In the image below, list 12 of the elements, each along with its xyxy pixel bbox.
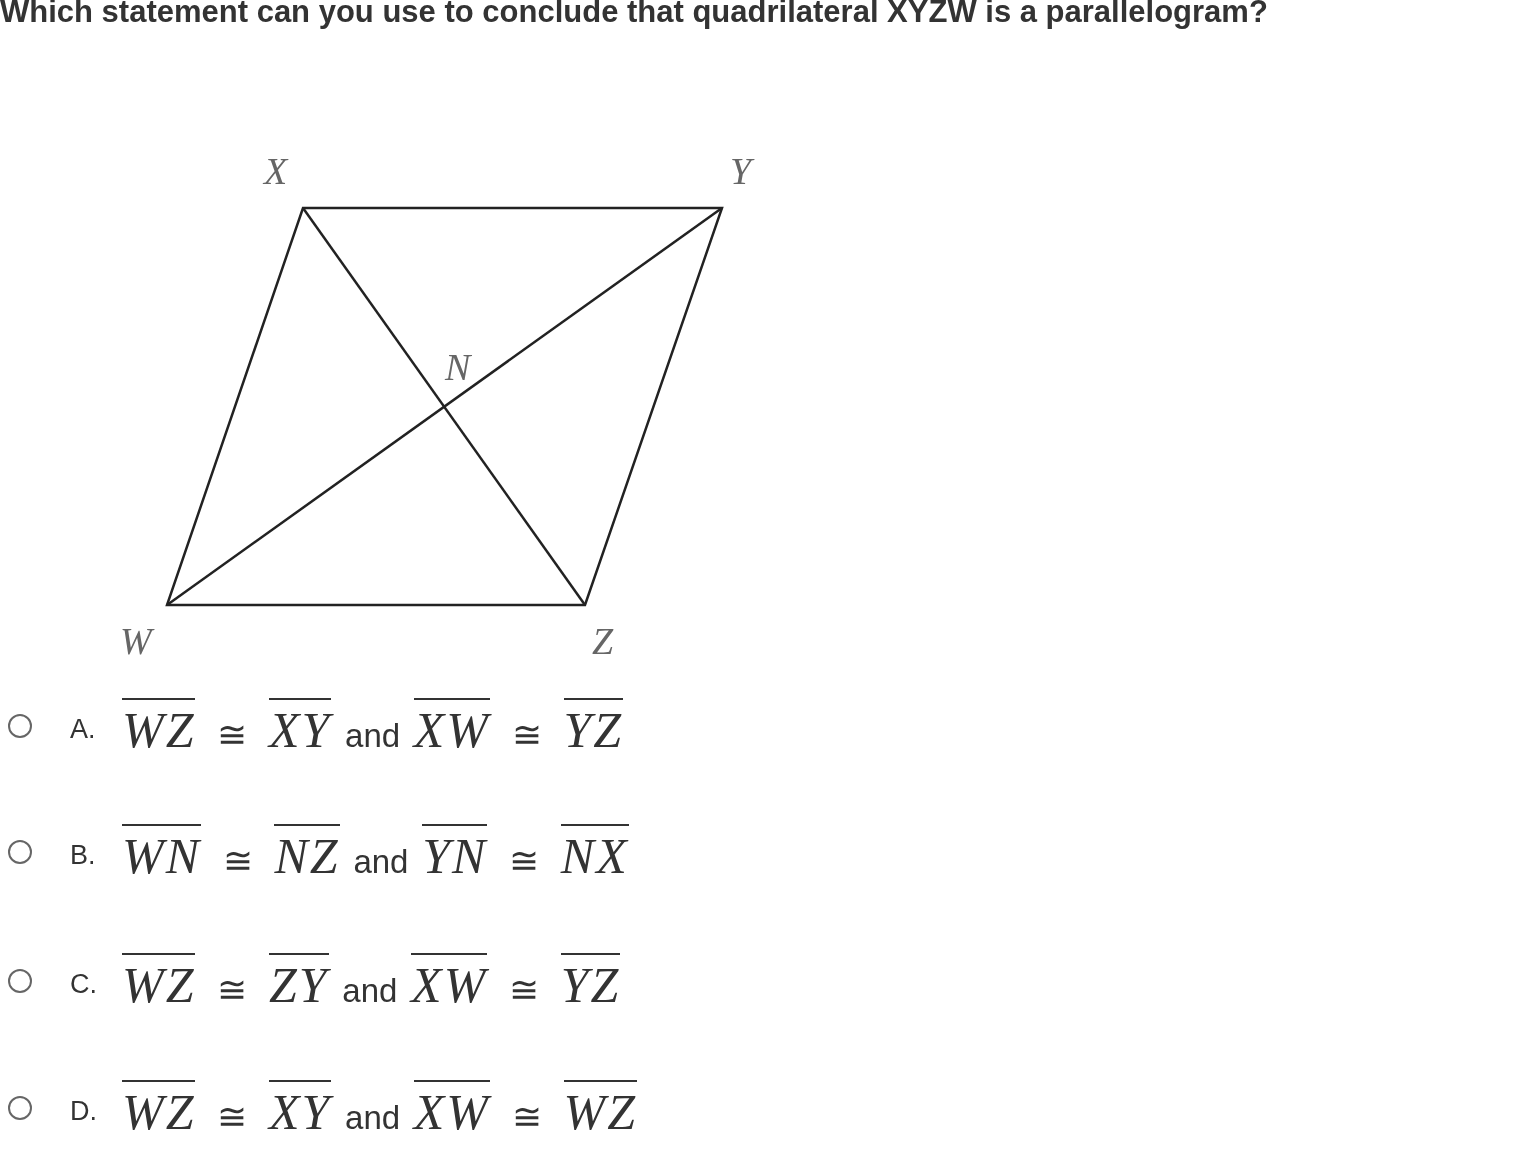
question-text: Which statement can you use to conclude that quadrilateral XYZW is a parallelogram? <box>0 0 1268 30</box>
answer-option-text: WZ ≅ ZY and XW ≅ YZ <box>122 955 621 1015</box>
option-letter: C. <box>70 971 97 998</box>
answer-option-text: WN ≅ NZ and YN ≅ NX <box>122 826 629 886</box>
vertex-label: N <box>445 348 471 386</box>
option-letter: B. <box>70 842 96 869</box>
option-letter: A. <box>70 716 96 743</box>
answer-option-text: WZ ≅ XY and XW ≅ WZ <box>122 1082 637 1142</box>
vertex-label: X <box>264 152 288 190</box>
vertex-label: Z <box>592 622 614 660</box>
option-letter: D. <box>70 1098 97 1125</box>
answer-option-text: WZ ≅ XY and XW ≅ YZ <box>122 700 624 760</box>
